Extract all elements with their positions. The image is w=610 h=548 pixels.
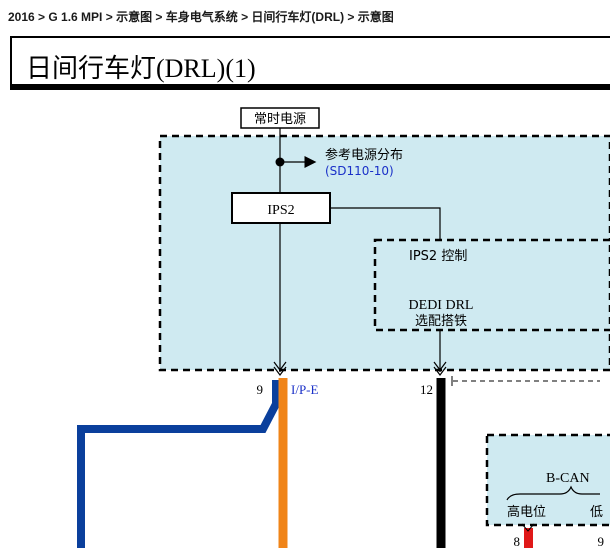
connector-8-chevron [521,523,535,532]
ips2-control-label: IPS2 控制 [409,249,467,264]
pin-8-number: 8 [514,534,521,548]
ips2-label: IPS2 [267,203,294,218]
reference-label: 参考电源分布 [325,147,403,163]
dedi-ground-label: 选配搭铁 [415,313,467,329]
bcan-brace [506,485,600,501]
page-title: 日间行车灯(DRL)(1) [26,54,256,83]
junction-dot [275,157,285,167]
pin-9-connector: I/P-E [291,382,319,397]
connector-9-chevron [273,361,287,371]
pin-9-number: 9 [257,382,264,397]
connector-12-chevron-2 [433,366,447,376]
connector-12-chevron [433,361,447,371]
ips2-control-box [373,238,610,332]
bcan-module-box [485,433,610,527]
dedi-drl-label: DEDI DRL [409,298,474,313]
pin-9b-number: 9 [598,534,605,548]
breadcrumb: 2016 > G 1.6 MPI > 示意图 > 车身电气系统 > 日间行车灯(… [0,0,600,34]
control-wire [330,207,441,240]
title-frame: 日间行车灯(DRL)(1) [10,36,610,90]
connector-9-chevron-2 [273,366,287,376]
bcan-low-label: 低 [590,505,603,520]
reference-link[interactable]: (SD110-10) [325,164,394,178]
power-source-label: 常时电源 [254,112,306,127]
red-wire [524,528,533,548]
bcan-label: B-CAN [546,471,590,486]
pin-12-number: 12 [420,382,433,397]
bcan-high-label: 高电位 [507,504,546,520]
breadcrumb-text: 2016 > G 1.6 MPI > 示意图 > 车身电气系统 > 日间行车灯(… [8,10,394,24]
blue-wire [77,380,280,548]
